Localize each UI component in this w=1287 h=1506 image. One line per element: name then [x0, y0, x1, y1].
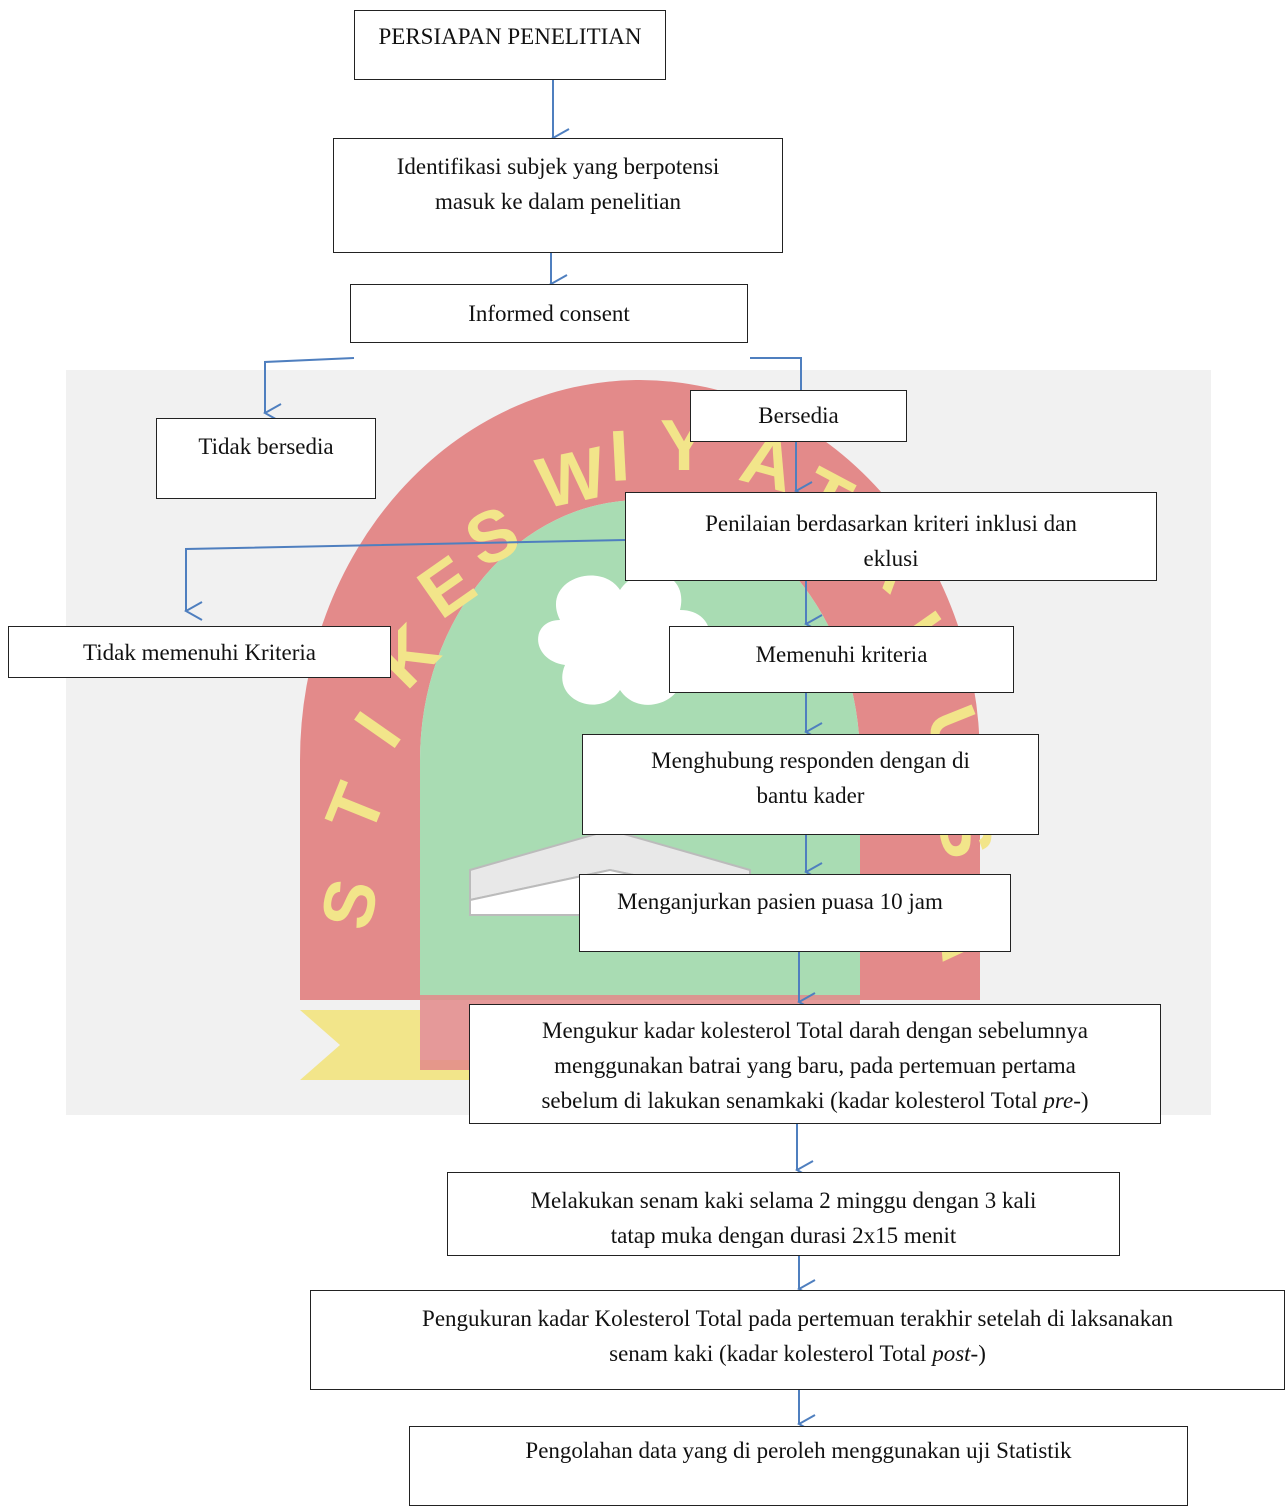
step-text: Bersedia [758, 403, 839, 428]
step-pengukuran-kolesterol-post: Pengukuran kadar Kolesterol Total pada p… [310, 1290, 1285, 1390]
step-informed-consent: Informed consent [350, 284, 748, 343]
step-penilaian-kriteria: Penilaian berdasarkan kriteri inklusi da… [625, 492, 1157, 581]
step-text: Menganjurkan pasien puasa 10 jam [617, 889, 943, 914]
step-menganjurkan-puasa: Menganjurkan pasien puasa 10 jam [579, 874, 1011, 952]
step-text: Tidak memenuhi Kriteria [83, 640, 316, 665]
arrow-s3-s4 [265, 357, 355, 413]
step-text: -) [1073, 1088, 1089, 1113]
step-text-last: sebelum di lakukan senamkaki (kadar kole… [470, 1083, 1160, 1118]
step-text: Penilaian berdasarkan kriteri inklusi da… [705, 511, 1077, 536]
step-text-last: senam kaki (kadar kolesterol Total post-… [311, 1336, 1284, 1371]
step-text: tatap muka dengan durasi 2x15 menit [610, 1223, 957, 1248]
step-text: Tidak bersedia [198, 434, 334, 459]
step-senam-kaki: Melakukan senam kaki selama 2 minggu den… [447, 1172, 1120, 1256]
step-persiapan-penelitian: PERSIAPAN PENELITIAN [354, 10, 666, 80]
step-menghubung-responden: Menghubung responden dengan di bantu kad… [582, 734, 1039, 835]
step-bersedia: Bersedia [690, 390, 907, 442]
step-text: Menghubung responden dengan di [651, 748, 970, 773]
step-memenuhi-kriteria: Memenuhi kriteria [669, 626, 1014, 693]
step-text: Melakukan senam kaki selama 2 minggu den… [530, 1188, 1037, 1213]
step-tidak-memenuhi-kriteria: Tidak memenuhi Kriteria [8, 626, 391, 678]
step-text: Pengolahan data yang di peroleh mengguna… [525, 1438, 1072, 1463]
step-text-italic: post [932, 1341, 971, 1366]
step-text: menggunakan batrai yang baru, pada perte… [554, 1053, 1076, 1078]
step-text-italic: pre [1043, 1088, 1074, 1113]
svg-text:I: I [607, 416, 631, 497]
step-tidak-bersedia: Tidak bersedia [156, 418, 376, 499]
step-text: bantu kader [756, 783, 865, 808]
arrow-s6-s7 [186, 539, 626, 611]
step-text: Identifikasi subjek yang berpotensi [396, 154, 720, 179]
step-mengukur-kolesterol-pre: Mengukur kadar kolesterol Total darah de… [469, 1004, 1161, 1124]
step-text: masuk ke dalam penelitian [435, 189, 681, 214]
step-text: eklusi [863, 546, 919, 571]
svg-text:W: W [530, 432, 613, 524]
step-text: sebelum di lakukan senamkaki (kadar kole… [541, 1088, 1044, 1113]
step-pengolahan-data: Pengolahan data yang di peroleh mengguna… [409, 1426, 1188, 1506]
step-text: Memenuhi kriteria [755, 642, 928, 667]
step-text: Mengukur kadar kolesterol Total darah de… [542, 1018, 1088, 1043]
step-text: Pengukuran kadar Kolesterol Total pada p… [422, 1306, 1173, 1331]
step-text: -) [970, 1341, 986, 1366]
step-identifikasi-subjek: Identifikasi subjek yang berpotensi masu… [333, 138, 783, 253]
step-text: PERSIAPAN PENELITIAN [378, 24, 642, 49]
step-text: senam kaki (kadar kolesterol Total [609, 1341, 933, 1366]
step-text: Informed consent [468, 301, 630, 326]
